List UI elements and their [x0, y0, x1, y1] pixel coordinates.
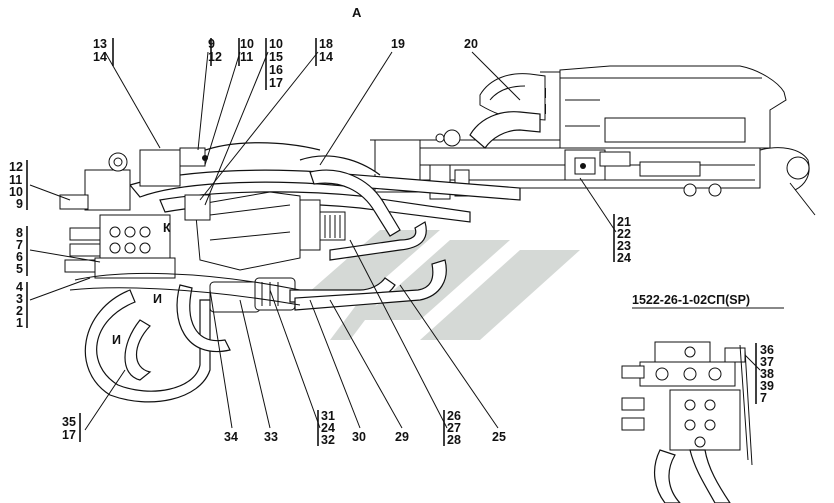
callout-number: 14 — [319, 50, 333, 64]
callout-bars — [26, 38, 757, 446]
callout-number: 27 — [447, 421, 461, 435]
variant-inset-drawing — [621, 341, 753, 503]
callout-number: 39 — [760, 379, 774, 393]
callout-19: 19 — [391, 37, 405, 51]
callout-number: 33 — [264, 430, 278, 444]
callout-34: 34 — [224, 430, 238, 444]
callout-number: 7 — [760, 391, 767, 405]
callout-number: 10 — [9, 185, 23, 199]
callout-10-15-16-17: 10 15 16 17 — [269, 37, 283, 90]
view-label: А — [352, 5, 362, 20]
callout-number: 19 — [391, 37, 405, 51]
section-letter-i: И — [112, 333, 121, 347]
callout-number: 36 — [760, 343, 774, 357]
callout-number: 38 — [760, 367, 774, 381]
callout-number: 23 — [617, 239, 631, 253]
section-letter-k: К — [163, 221, 171, 235]
callout-number: 17 — [62, 428, 76, 442]
leader-lines — [29, 51, 761, 431]
callout-number: 17 — [269, 76, 283, 90]
callout-number: 1 — [16, 316, 23, 330]
callout-number: 22 — [617, 227, 631, 241]
callout-number: 31 — [321, 409, 335, 423]
pump-unit — [184, 191, 346, 271]
callout-number: 9 — [16, 197, 23, 211]
callout-number: 35 — [62, 415, 76, 429]
callout-number: 29 — [395, 430, 409, 444]
callout-30: 30 — [352, 430, 366, 444]
callout-26-27-28: 26 27 28 — [447, 409, 461, 447]
callout-number: 12 — [9, 160, 23, 174]
callout-35-17: 35 17 — [62, 415, 76, 442]
callout-number: 28 — [447, 433, 461, 447]
tank-unit — [435, 73, 546, 149]
callout-number: 6 — [16, 250, 23, 264]
callout-number: 11 — [240, 50, 253, 64]
callout-21-22-23-24: 21 22 23 24 — [617, 215, 631, 265]
callout-number: 20 — [464, 37, 478, 51]
callout-12-11-10-9: 12 11 10 9 — [9, 160, 23, 211]
callout-31-24-32: 31 24 32 — [321, 409, 335, 447]
section-letter-i: И — [153, 292, 162, 306]
callout-number: 34 — [224, 430, 238, 444]
callout-number: 18 — [319, 37, 333, 51]
callout-25: 25 — [492, 430, 506, 444]
callout-9-12: 9 12 — [208, 37, 222, 64]
callout-number: 16 — [269, 63, 283, 77]
callout-36-37-38-39-7: 36 37 38 39 7 — [760, 343, 774, 405]
callout-number: 24 — [617, 251, 631, 265]
callout-number: 32 — [321, 433, 335, 447]
variant-label: 1522-26-1-02СП(SP) — [632, 293, 750, 307]
callout-number: 5 — [16, 262, 23, 276]
callout-number: 2 — [16, 304, 23, 318]
callout-13-14: 13 14 — [93, 37, 107, 64]
callout-number: 3 — [16, 292, 23, 306]
callout-20: 20 — [464, 37, 478, 51]
callout-33: 33 — [264, 430, 278, 444]
callout-number: 4 — [16, 280, 23, 294]
callout-29: 29 — [395, 430, 409, 444]
callout-4-3-2-1: 4 3 2 1 — [16, 280, 23, 330]
filter-cylinder — [209, 277, 296, 313]
callout-number: 25 — [492, 430, 506, 444]
callout-number: 15 — [269, 50, 283, 64]
callout-number: 14 — [93, 50, 107, 64]
callout-number: 9 — [208, 37, 215, 51]
callout-number: 10 — [269, 37, 283, 51]
callout-number: 12 — [208, 50, 222, 64]
callout-number: 7 — [16, 238, 23, 252]
callout-number: 37 — [760, 355, 774, 369]
callout-10-11: 10 11 — [240, 37, 254, 64]
callout-18-14: 18 14 — [319, 37, 333, 64]
callout-8-7-6-5: 8 7 6 5 — [16, 226, 23, 276]
callout-number: 11 — [9, 173, 22, 187]
callout-number: 13 — [93, 37, 107, 51]
callout-number: 21 — [617, 215, 631, 229]
cab-housing — [540, 65, 787, 149]
callout-number: 10 — [240, 37, 254, 51]
callout-number: 30 — [352, 430, 366, 444]
callout-number: 24 — [321, 421, 335, 435]
callout-number: 26 — [447, 409, 461, 423]
callout-number: 8 — [16, 226, 23, 240]
